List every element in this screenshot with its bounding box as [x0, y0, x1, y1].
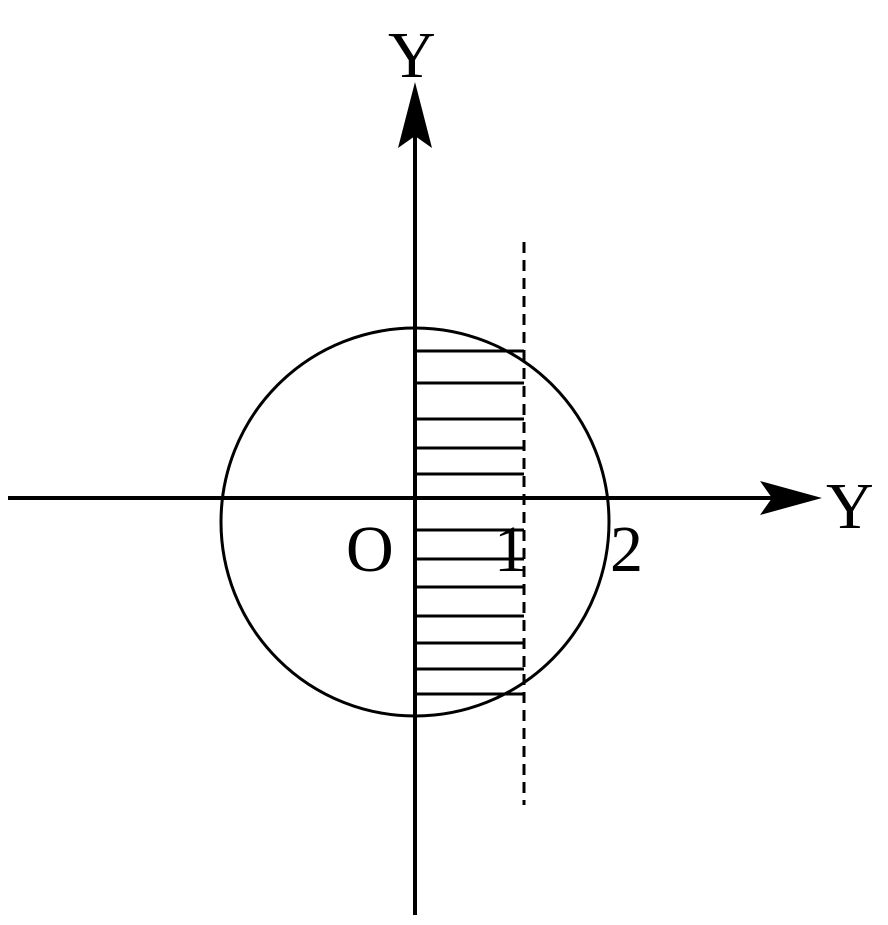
- y-axis-arrowhead: [398, 82, 432, 148]
- x-axis-arrowhead: [760, 481, 822, 515]
- origin-label: O: [346, 513, 394, 586]
- x-axis-label: Y: [826, 470, 874, 543]
- tick-label-2: 2: [610, 513, 643, 586]
- tick-label-1: 1: [494, 513, 527, 586]
- circle: [219, 326, 611, 718]
- shaded-region-hatching: [416, 349, 524, 696]
- y-axis-label: Y: [388, 19, 436, 92]
